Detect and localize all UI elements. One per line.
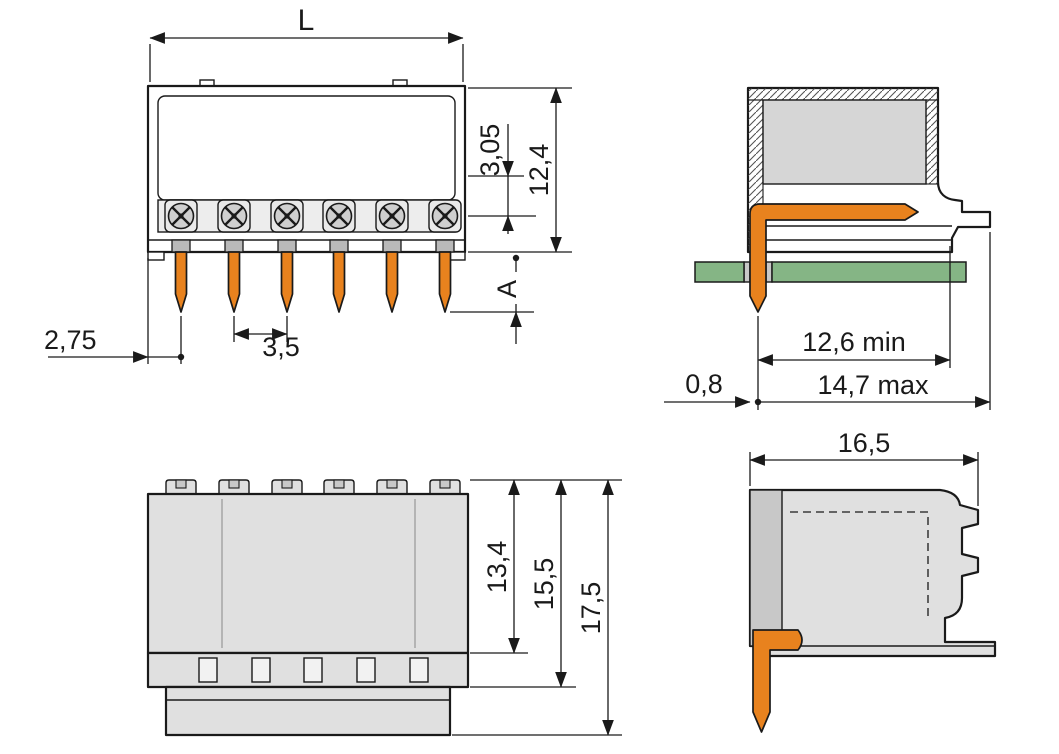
dimension-3-5: 3,5 xyxy=(233,316,300,362)
pcb-pad xyxy=(765,261,773,283)
dim-label-3-05: 3,05 xyxy=(475,124,505,177)
dim-label-15-5: 15,5 xyxy=(529,558,559,611)
clamp-detail-lines xyxy=(763,225,952,241)
screw-contact xyxy=(427,198,463,234)
dim-label-A: A xyxy=(492,280,522,298)
plug-cavity xyxy=(762,99,927,185)
housing-rear-base xyxy=(164,685,452,737)
mold-seam xyxy=(221,499,416,648)
latch-slot xyxy=(198,657,218,683)
screw-contact xyxy=(374,198,410,234)
pin-slot-tab xyxy=(376,479,408,495)
dimension-13-4: 13,4 xyxy=(470,479,528,654)
latch-slot xyxy=(356,657,376,683)
dimension-0-8: 0,8 xyxy=(664,369,762,408)
pin-slot-tab xyxy=(429,479,461,495)
dimension-2-75: 2,75 xyxy=(44,258,185,364)
contact-pin-side xyxy=(752,629,803,733)
side-view: 16,5 xyxy=(748,428,997,733)
side-section-view: 12,6 min 0,8 14,7 max xyxy=(664,86,992,410)
front-view: L 3,05 12,4 2,75 3,5 xyxy=(44,4,572,364)
dimension-17-5: 17,5 xyxy=(452,479,622,736)
housing-side-outline xyxy=(748,488,997,658)
solder-pin xyxy=(329,239,349,313)
solder-pin xyxy=(224,239,244,313)
pin-slot-tab xyxy=(323,479,355,495)
dim-label-13-4: 13,4 xyxy=(482,541,512,594)
pin-slot-tab xyxy=(165,479,197,495)
extension-line xyxy=(149,44,464,82)
base-step xyxy=(448,251,466,261)
pin-slot-tab xyxy=(271,479,303,495)
contact-pin-section xyxy=(749,203,919,313)
base-step xyxy=(147,251,165,261)
dim-label-16-5: 16,5 xyxy=(838,428,891,458)
screw-contact xyxy=(216,198,252,234)
latch-slot xyxy=(303,657,323,683)
extension-line xyxy=(468,175,536,217)
dimension-3-05: 3,05 xyxy=(468,124,536,234)
solder-pin xyxy=(435,239,455,313)
dimension-L: L xyxy=(149,4,464,82)
pcb-pad xyxy=(743,261,751,283)
pin-slot-tab xyxy=(218,479,250,495)
pcb xyxy=(694,261,745,283)
reference-dot xyxy=(177,353,185,361)
screw-contact xyxy=(321,198,357,234)
dim-label-17-5: 17,5 xyxy=(576,582,606,635)
dimension-16-5: 16,5 xyxy=(749,428,979,506)
dim-label-14-7-max: 14,7 max xyxy=(817,370,929,400)
solder-pin xyxy=(382,239,402,313)
section-hatch-right-wall xyxy=(925,99,939,185)
hidden-edge-dashed xyxy=(790,511,929,616)
solder-pin xyxy=(277,239,297,313)
housing-rear-body xyxy=(146,492,470,655)
contact-strip xyxy=(157,199,456,233)
dimension-14-7-max: 14,7 max xyxy=(758,232,991,410)
section-hatch-top-wall xyxy=(747,87,939,101)
dim-label-2-75: 2,75 xyxy=(44,325,97,355)
pcb xyxy=(771,261,967,283)
dim-label-0-8: 0,8 xyxy=(685,369,723,399)
dim-label-3-5: 3,5 xyxy=(262,332,300,362)
screw-contact xyxy=(163,198,199,234)
latch-slot xyxy=(409,657,429,683)
dimension-A: A xyxy=(450,254,534,344)
dim-label-L: L xyxy=(298,4,315,37)
dimension-12-6-min: 12,6 min xyxy=(757,246,951,410)
dim-label-12-4: 12,4 xyxy=(524,144,554,197)
solder-pin xyxy=(171,239,191,313)
housing-side-front-wall xyxy=(749,489,783,647)
screw-contact xyxy=(269,198,305,234)
latch-slot xyxy=(251,657,271,683)
dim-label-12-6-min: 12,6 min xyxy=(802,327,906,357)
rear-view: 13,4 15,5 17,5 xyxy=(146,479,622,737)
dimension-12-4: 12,4 xyxy=(468,87,572,253)
dimension-15-5: 15,5 xyxy=(470,479,576,688)
